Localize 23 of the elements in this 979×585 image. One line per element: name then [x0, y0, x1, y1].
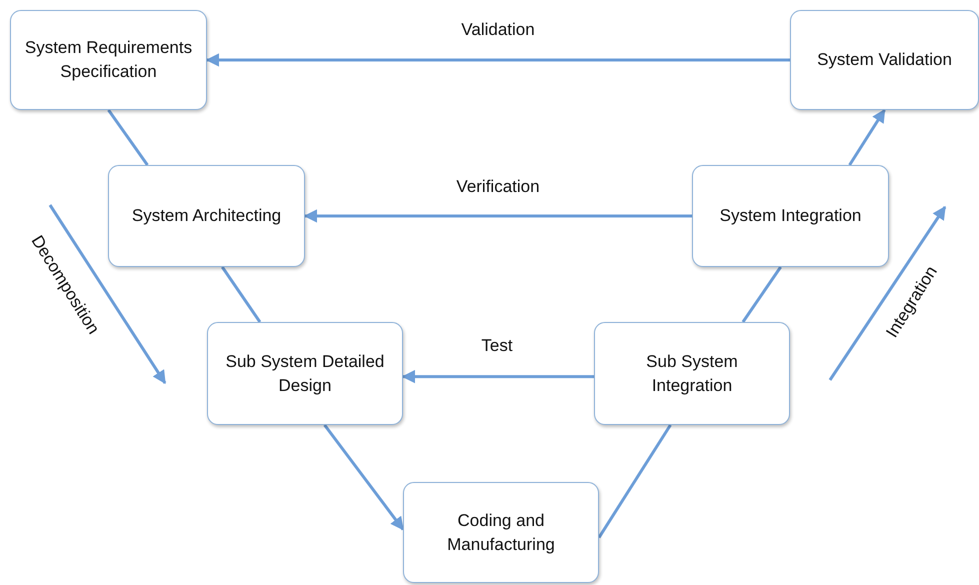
connector-line: [742, 266, 782, 323]
box-label: System Architecting: [132, 205, 282, 227]
box-label: System Integration: [720, 205, 862, 227]
connector-line: [598, 424, 672, 538]
box-label: Coding and Manufacturing: [446, 510, 556, 556]
arrow: [206, 53, 790, 67]
process-box: [403, 482, 599, 583]
connector-line: [221, 266, 262, 323]
process-box: [790, 10, 979, 110]
arrow: [304, 209, 692, 223]
process-box: [594, 322, 790, 425]
process-box: [692, 165, 889, 267]
box-label: Sub System Detailed Design: [224, 350, 386, 396]
process-box: [10, 10, 207, 110]
box-label: System Requirements Specification: [24, 37, 194, 83]
connector-line: [107, 109, 149, 166]
arrow: [848, 108, 886, 166]
box-label: System Validation: [817, 49, 952, 71]
process-box: [108, 165, 305, 267]
arrow: [323, 424, 404, 531]
box-label: Sub System Integration: [645, 350, 739, 396]
process-box: [207, 322, 403, 425]
arrow: [402, 370, 594, 384]
